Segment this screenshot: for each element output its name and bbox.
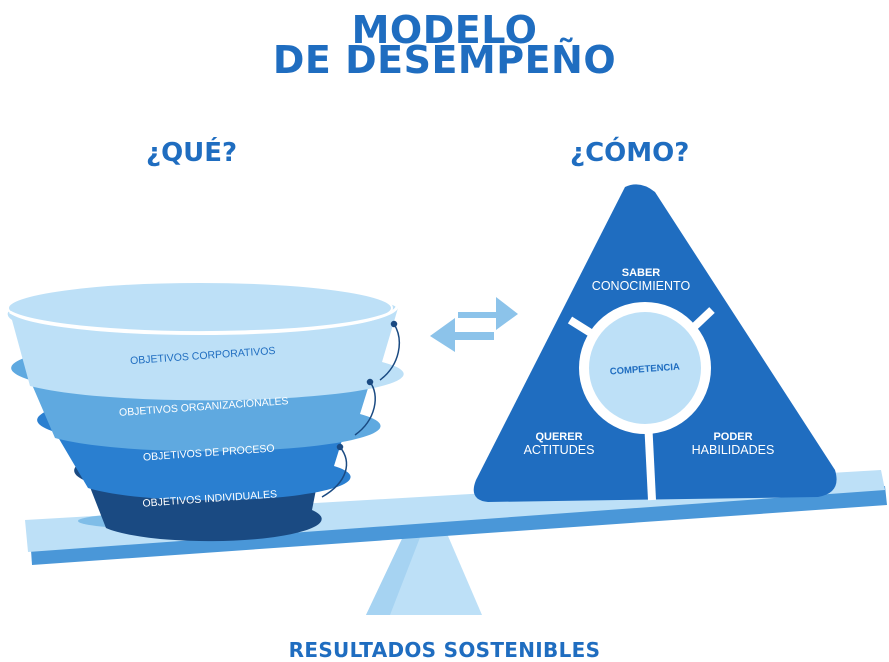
triangle-left-title: QUERER — [535, 431, 582, 443]
title-line-1: MODELO — [351, 8, 538, 52]
competency-circle — [589, 312, 701, 424]
triangle-right-title: PODER — [713, 431, 752, 443]
triangle-right-subtitle: HABILIDADES — [692, 443, 775, 457]
swap-arrows-icon — [430, 297, 518, 352]
objectives-funnel — [7, 281, 404, 542]
section-how: ¿CÓMO? — [570, 138, 690, 168]
triangle-top-subtitle: CONOCIMIENTO — [592, 279, 691, 293]
title-line-2: DE DESEMPEÑO — [272, 38, 617, 82]
section-what: ¿QUÉ? — [146, 138, 238, 168]
triangle-left-subtitle: ACTITUDES — [524, 443, 595, 457]
competency-triangle — [473, 184, 837, 502]
funnel-connectors — [321, 320, 401, 498]
triangle-top-title: SABER — [622, 267, 661, 279]
footer-results: RESULTADOS SOSTENIBLES — [288, 638, 601, 662]
competency-label: COMPETENCIA — [609, 362, 680, 378]
